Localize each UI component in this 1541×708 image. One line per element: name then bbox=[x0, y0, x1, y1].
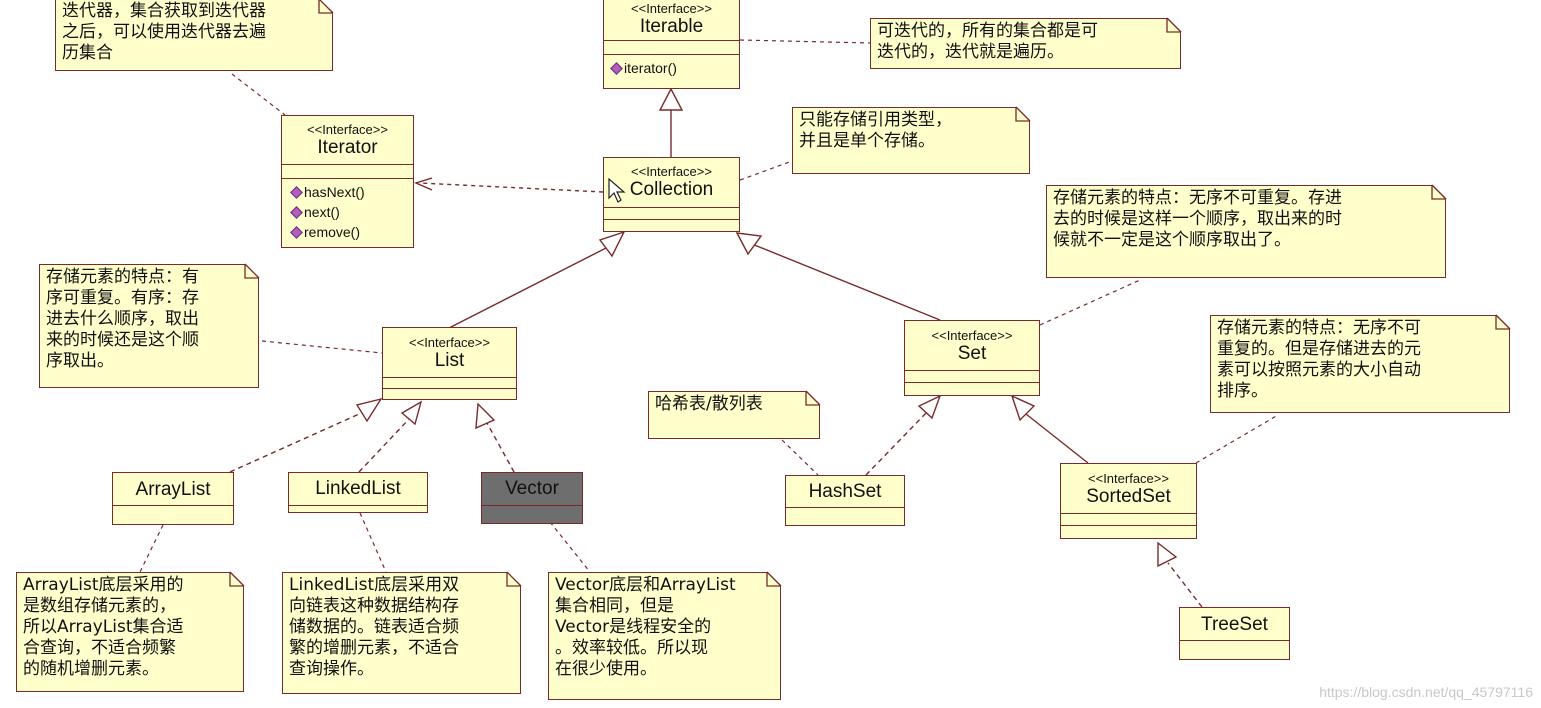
class-name: HashSet bbox=[808, 481, 882, 502]
stereotype-label: <<Interface>> bbox=[307, 122, 388, 137]
vector-class[interactable]: Vector bbox=[481, 472, 583, 524]
collection-interface[interactable]: <<Interface>> Collection bbox=[603, 157, 740, 232]
generalization-arrowhead bbox=[658, 87, 684, 111]
generalization-arrowhead bbox=[1010, 394, 1036, 422]
note-anchor bbox=[359, 512, 387, 573]
arraylist-note: ArrayList底层采用的 是数组存储元素的， 所以ArrayList集合适 … bbox=[16, 572, 244, 692]
class-name: LinkedList bbox=[315, 478, 401, 499]
watermark: https://blog.csdn.net/qq_45797116 bbox=[1319, 684, 1533, 700]
stereotype-label: <<Interface>> bbox=[931, 328, 1013, 343]
list-note: 存储元素的特点：有 序可重复。有序：存 进去什么顺序，取出 来的时候还是这个顺 … bbox=[39, 264, 259, 388]
stereotype-label: <<Interface>> bbox=[409, 335, 490, 350]
iterator-note: 迭代器，集合获取到迭代器 之后，可以使用迭代器去遍 历集合 bbox=[55, 0, 333, 71]
realization-arrowhead bbox=[400, 400, 423, 426]
stereotype-label: <<Interface>> bbox=[1088, 471, 1169, 486]
class-name: ArrayList bbox=[135, 479, 211, 500]
stereotype-label: <<Interface>> bbox=[631, 164, 712, 179]
note-anchor bbox=[231, 73, 286, 116]
linkedlist-implements-list bbox=[358, 417, 411, 473]
note-anchor bbox=[549, 521, 591, 573]
class-name: Iterable bbox=[639, 16, 704, 37]
operation-hasnext: hasNext() bbox=[304, 184, 365, 200]
arraylist-implements-list bbox=[229, 409, 369, 473]
note-anchor bbox=[1039, 279, 1141, 326]
class-name: Set bbox=[957, 343, 987, 364]
sortedset-interface[interactable]: <<Interface>> SortedSet bbox=[1060, 463, 1197, 539]
note-anchor bbox=[139, 524, 164, 573]
vector-implements-list bbox=[486, 422, 515, 473]
realization-arrowhead bbox=[355, 397, 383, 423]
iterable-interface[interactable]: <<Interface>> Iterable iterator() bbox=[603, 0, 740, 89]
class-name: TreeSet bbox=[1201, 614, 1268, 635]
operation-remove: remove() bbox=[304, 224, 361, 240]
class-name: List bbox=[434, 350, 465, 371]
operation-next: next() bbox=[304, 204, 340, 220]
realization-arrowhead bbox=[917, 394, 942, 420]
realization-arrowhead bbox=[1157, 541, 1178, 568]
collection-note: 只能存储引用类型， 并且是单个存储。 bbox=[792, 107, 1030, 174]
linkedlist-class[interactable]: LinkedList bbox=[288, 472, 428, 513]
treeset-implements-sortedset bbox=[1167, 562, 1203, 608]
iterator-interface[interactable]: <<Interface>> Iterator hasNext() next() … bbox=[281, 115, 414, 248]
hashset-implements-set bbox=[865, 411, 928, 476]
class-name: SortedSet bbox=[1086, 486, 1171, 507]
sortedset-extends-set bbox=[1025, 413, 1089, 464]
class-name: Collection bbox=[629, 179, 714, 200]
note-anchor bbox=[739, 39, 871, 44]
hashset-class[interactable]: HashSet bbox=[785, 475, 905, 526]
mouse-cursor-icon bbox=[608, 178, 626, 203]
list-extends-collection bbox=[448, 246, 609, 329]
dependency-arrowhead bbox=[414, 177, 433, 191]
generalization-arrowhead bbox=[598, 230, 626, 258]
list-interface[interactable]: <<Interface>> List bbox=[382, 327, 517, 400]
collection-uses-iterator bbox=[419, 182, 604, 193]
note-anchor bbox=[739, 159, 796, 181]
note-anchor bbox=[781, 439, 819, 476]
realization-arrowhead bbox=[475, 402, 496, 430]
linkedlist-note: LinkedList底层采用双 向链表这种数据结构存 储数据的。链表适合频 繁的… bbox=[282, 572, 521, 694]
sortedset-note: 存储元素的特点：无序不可 重复的。但是存储进去的元 素可以按照元素的大小自动 排… bbox=[1210, 315, 1510, 413]
treeset-class[interactable]: TreeSet bbox=[1179, 607, 1290, 660]
class-name: Vector bbox=[505, 478, 559, 499]
class-name: Iterator bbox=[317, 137, 378, 158]
set-note: 存储元素的特点：无序不可重复。存进 去的时候是这样一个顺序，取出来的时 候就不一… bbox=[1046, 185, 1446, 278]
generalization-arrowhead bbox=[735, 232, 763, 256]
iterable-note: 可迭代的，所有的集合都是可 迭代的，迭代就是遍历。 bbox=[870, 18, 1181, 69]
stereotype-label: <<Interface>> bbox=[631, 1, 712, 16]
hashset-note: 哈希表/散列表 bbox=[648, 391, 820, 439]
arraylist-class[interactable]: ArrayList bbox=[112, 472, 234, 525]
set-extends-collection bbox=[751, 243, 941, 321]
vector-note: Vector底层和ArrayList 集合相同，但是 Vector是线程安全的 … bbox=[548, 572, 781, 700]
operation-iterator: iterator() bbox=[624, 60, 677, 76]
set-interface[interactable]: <<Interface>> Set bbox=[904, 320, 1040, 396]
